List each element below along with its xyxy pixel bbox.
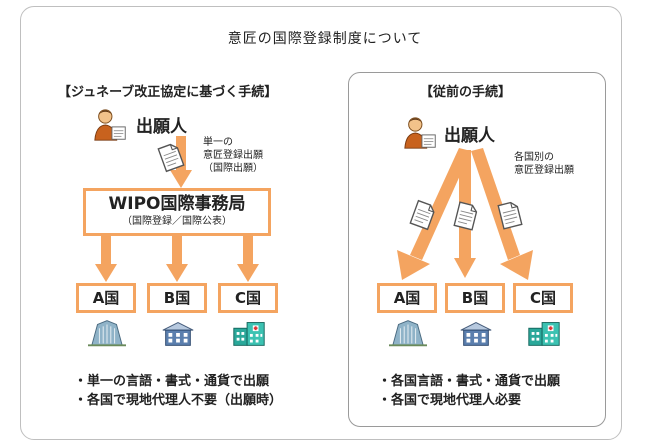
right-bullets: ・各国言語・書式・通貨で出願 ・各国で現地代理人必要 [378,372,560,410]
arrows-to-countries-right [397,148,533,280]
left-bullet-1: ・単一の言語・書式・通貨で出願 [74,374,270,389]
page-title: 意匠の国際登録制度について [227,31,423,47]
left-country-a: A国 [76,283,136,313]
right-country-a: A国 [377,283,437,313]
left-filing-note-line1: 単一の [203,137,233,148]
outer-frame [20,6,622,440]
right-filing-note-line1: 各国別の [514,152,554,163]
left-country-c: C国 [218,283,278,313]
left-filing-note-line2: 意匠登録出願 [203,150,263,161]
hospital-building-icon [230,318,268,348]
left-filing-note-line3: （国際出願） [203,163,263,174]
left-country-b: B国 [147,283,207,313]
right-filing-note-line2: 意匠登録出願 [514,165,574,176]
right-country-c: C国 [513,283,573,313]
left-bullet-2: ・各国で現地代理人不要（出願時） [74,393,283,408]
left-heading: 【ジュネーブ改正協定に基づく手続】 [58,85,278,100]
right-heading: 【従前の手続】 [420,85,512,100]
hospital-building-icon [525,318,563,348]
right-applicant: 出願人 [444,126,495,146]
arrow-to-wipo [170,136,192,188]
person-icon [402,114,440,152]
government-building-icon [159,318,197,348]
left-filing-note: 単一の 意匠登録出願 （国際出願） [203,136,263,175]
office-building-icon [389,318,427,348]
office-building-icon [88,318,126,348]
right-country-b: B国 [445,283,505,313]
right-filing-note: 各国別の 意匠登録出願 [514,151,574,177]
arrows-to-countries-left [95,236,259,282]
wipo-office-sub: （国際登録／国際公表） [122,216,232,227]
left-bullets: ・単一の言語・書式・通貨で出願 ・各国で現地代理人不要（出願時） [74,372,282,410]
right-panel [348,72,606,427]
person-icon [92,106,130,144]
left-applicant: 出願人 [136,117,187,137]
right-bullet-2: ・各国で現地代理人必要 [378,393,522,408]
right-bullet-1: ・各国言語・書式・通貨で出願 [378,374,561,389]
government-building-icon [457,318,495,348]
wipo-office-name: WIPO国際事務局 [108,194,246,214]
wipo-office-box: WIPO国際事務局 （国際登録／国際公表） [83,188,271,236]
